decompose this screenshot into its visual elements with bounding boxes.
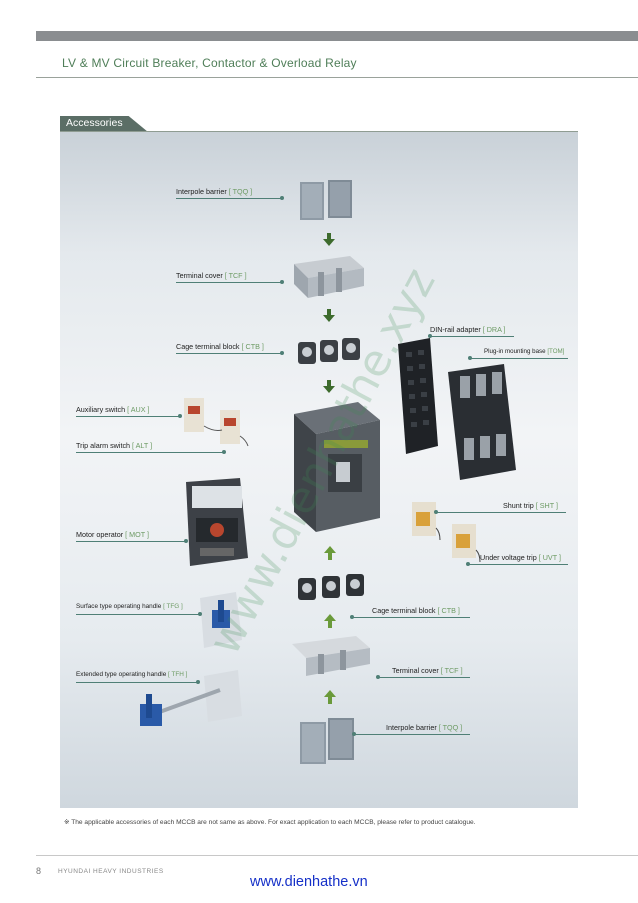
- page-title: LV & MV Circuit Breaker, Contactor & Ove…: [62, 56, 357, 70]
- label-surface-handle: Surface type operating handle [ TFG ]: [76, 603, 183, 610]
- leader-dot: [184, 539, 188, 543]
- label-interpole-barrier-top: Interpole barrier [ TQQ ]: [176, 187, 253, 196]
- leader-dot: [352, 732, 356, 736]
- label-plug-in-mounting-base: Plug-in mounting base [TOM]: [484, 348, 565, 355]
- leader-dot: [434, 510, 438, 514]
- leader-line: [176, 353, 282, 354]
- cage-terminal-block-top-image: [296, 334, 366, 370]
- interpole-barrier-top-image: [298, 178, 356, 224]
- arrow-up-icon: [324, 614, 336, 633]
- arrow-up-icon: [324, 690, 336, 709]
- leader-line: [352, 617, 470, 618]
- label-terminal-cover-bottom: Terminal cover [ TCF ]: [392, 666, 463, 675]
- leader-dot: [198, 612, 202, 616]
- shunt-trip-image: [408, 498, 442, 542]
- terminal-cover-bottom-image: [288, 636, 374, 680]
- label-shunt-trip: Shunt trip [ SHT ]: [503, 501, 558, 510]
- leader-dot: [466, 562, 470, 566]
- label-under-voltage-trip: Under voltage trip [ UVT ]: [480, 553, 561, 562]
- auxiliary-switch-image: [180, 396, 250, 448]
- leader-line: [378, 677, 470, 678]
- terminal-cover-top-image: [290, 254, 366, 302]
- leader-dot: [468, 356, 472, 360]
- arrow-down-icon: [323, 233, 335, 252]
- leader-line: [76, 541, 186, 542]
- top-bar: [36, 31, 638, 41]
- leader-line: [76, 682, 198, 683]
- label-interpole-barrier-bottom: Interpole barrier [ TQQ ]: [386, 723, 463, 732]
- interpole-barrier-bottom-image: [298, 714, 358, 766]
- cage-terminal-block-bottom-image: [296, 570, 368, 606]
- arrow-down-icon: [323, 309, 335, 328]
- leader-line: [76, 416, 180, 417]
- motor-operator-image: [182, 478, 252, 568]
- website-link[interactable]: www.dienhathe.vn: [250, 874, 368, 890]
- label-extended-handle: Extended type operating handle [ TFH ]: [76, 671, 188, 678]
- section-tab: [60, 116, 148, 132]
- section-divider: [60, 131, 578, 132]
- mccb-breaker-image: [284, 400, 384, 534]
- arrow-down-icon: [323, 380, 335, 399]
- leader-line: [436, 512, 566, 513]
- leader-dot: [280, 280, 284, 284]
- label-cage-terminal-top: Cage terminal block [ CTB ]: [176, 342, 264, 351]
- title-divider: [36, 77, 638, 78]
- leader-dot: [178, 414, 182, 418]
- under-voltage-trip-image: [448, 520, 482, 564]
- footnote: ※ The applicable accessories of each MCC…: [64, 819, 476, 826]
- page-number: 8: [36, 866, 42, 876]
- surface-handle-image: [196, 592, 246, 652]
- leader-line: [354, 734, 470, 735]
- leader-dot: [196, 680, 200, 684]
- arrow-up-icon: [324, 546, 336, 565]
- plug-in-mounting-base-image: [444, 362, 520, 482]
- label-motor-operator: Motor operator [ MOT ]: [76, 530, 149, 539]
- leader-dot: [428, 334, 432, 338]
- leader-line: [176, 198, 282, 199]
- label-auxiliary-switch: Auxiliary switch [ AUX ]: [76, 405, 150, 414]
- leader-line: [176, 282, 282, 283]
- extended-handle-image: [134, 668, 244, 738]
- din-rail-adapter-image: [396, 338, 440, 456]
- footer-divider: [36, 855, 638, 856]
- leader-line: [470, 358, 568, 359]
- label-terminal-cover-top: Terminal cover [ TCF ]: [176, 271, 247, 280]
- label-trip-alarm-switch: Trip alarm switch [ ALT ]: [76, 441, 153, 450]
- leader-line: [76, 452, 224, 453]
- leader-line: [76, 614, 200, 615]
- company-name: HYUNDAI HEAVY INDUSTRIES: [58, 868, 164, 875]
- section-label: Accessories: [66, 117, 123, 129]
- leader-dot: [350, 615, 354, 619]
- top-bar-left: [0, 31, 36, 41]
- leader-dot: [280, 196, 284, 200]
- leader-line: [468, 564, 568, 565]
- leader-dot: [280, 351, 284, 355]
- leader-dot: [222, 450, 226, 454]
- leader-dot: [376, 675, 380, 679]
- leader-line: [430, 336, 514, 337]
- label-din-rail-adapter: DIN-rail adapter [ DRA ]: [430, 325, 506, 334]
- label-cage-terminal-bottom: Cage terminal block [ CTB ]: [372, 606, 460, 615]
